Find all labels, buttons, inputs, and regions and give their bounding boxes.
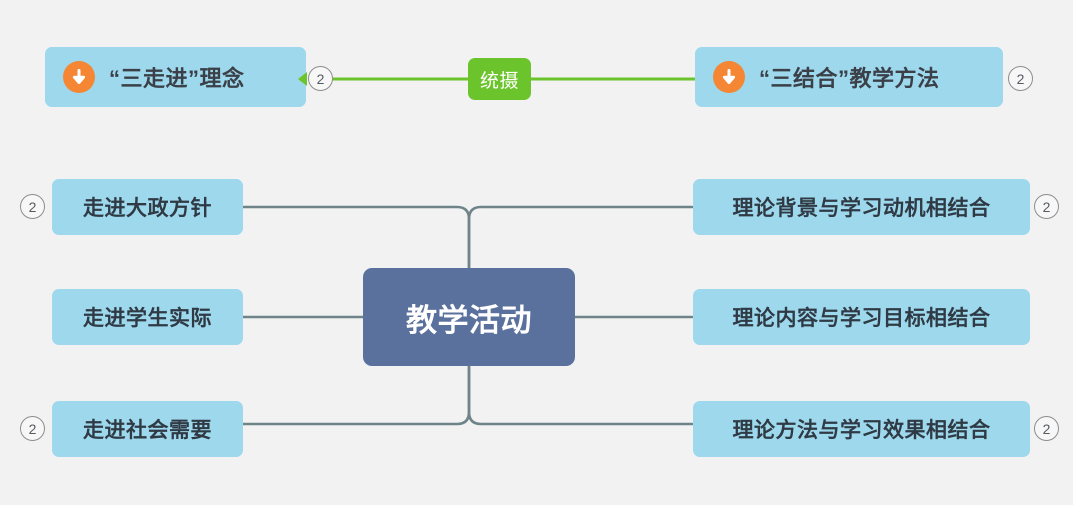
topic-right-badge[interactable]: 2 — [1008, 66, 1033, 91]
arrow-down-circle-icon — [713, 61, 745, 93]
right-branch-label-3: 理论方法与学习效果相结合 — [732, 419, 991, 442]
right-branch-node-3[interactable]: 理论方法与学习效果相结合 — [693, 401, 1030, 457]
root-node[interactable]: 教学活动 — [363, 268, 575, 366]
left-branch-label-3: 走进社会需要 — [83, 419, 212, 442]
arrow-down-circle-icon — [63, 61, 95, 93]
topic-right-badge-count: 2 — [1016, 70, 1025, 87]
left-branch-badge-1[interactable]: 2 — [20, 194, 45, 219]
topic-node-left[interactable]: “三走进”理念 — [45, 47, 306, 107]
right-branch-badge-count-1: 2 — [1042, 198, 1051, 215]
relation-label-text: 统摄 — [480, 70, 520, 92]
left-branch-label-2: 走进学生实际 — [83, 307, 212, 330]
right-branch-badge-count-3: 2 — [1042, 420, 1051, 437]
left-branch-node-3[interactable]: 走进社会需要 — [52, 401, 243, 457]
right-branch-label-2: 理论内容与学习目标相结合 — [732, 307, 991, 330]
left-branch-node-2[interactable]: 走进学生实际 — [52, 289, 243, 345]
left-branch-node-1[interactable]: 走进大政方针 — [52, 179, 243, 235]
right-branch-badge-3[interactable]: 2 — [1034, 416, 1059, 441]
root-node-label: 教学活动 — [406, 302, 532, 338]
left-branch-badge-3[interactable]: 2 — [20, 416, 45, 441]
right-branch-badge-1[interactable]: 2 — [1034, 194, 1059, 219]
topic-left-badge[interactable]: 2 — [298, 66, 333, 91]
relation-arrowhead-icon — [298, 72, 307, 86]
topic-right-label: “三结合”教学方法 — [759, 66, 940, 91]
topic-left-badge-count: 2 — [316, 70, 325, 87]
right-branch-label-1: 理论背景与学习动机相结合 — [732, 197, 991, 220]
topic-left-label: “三走进”理念 — [109, 66, 245, 91]
relation-label[interactable]: 统摄 — [468, 58, 532, 100]
topic-node-right[interactable]: “三结合”教学方法 — [695, 47, 1003, 107]
left-branch-label-1: 走进大政方针 — [83, 197, 212, 220]
left-branch-badge-count-3: 2 — [28, 420, 37, 437]
right-branch-node-2[interactable]: 理论内容与学习目标相结合 — [693, 289, 1030, 345]
left-branch-badge-count-1: 2 — [28, 198, 37, 215]
right-branch-node-1[interactable]: 理论背景与学习动机相结合 — [693, 179, 1030, 235]
